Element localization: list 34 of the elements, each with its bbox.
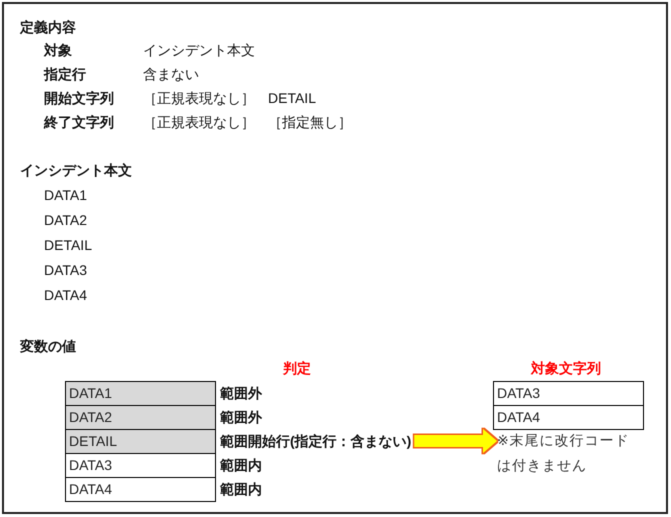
data-cell: DATA2 <box>65 405 216 430</box>
field-label: 指定行 <box>44 65 86 83</box>
data-line: DATA2 <box>44 211 88 229</box>
data-line: DETAIL <box>44 236 92 254</box>
status-text: 範囲外 <box>220 384 262 402</box>
field-label: 開始文字列 <box>44 89 114 107</box>
data-line: DATA1 <box>44 186 88 204</box>
status-text: 範囲開始行(指定行：含まない) <box>220 432 412 450</box>
field-value: インシデント本文 <box>143 41 255 59</box>
field-label: 対象 <box>44 41 72 59</box>
data-cell: DATA3 <box>493 381 644 406</box>
status-text: 範囲内 <box>220 456 262 474</box>
status-text: 範囲外 <box>220 408 262 426</box>
section-heading: 定義内容 <box>20 18 76 36</box>
field-label: 終了文字列 <box>44 113 114 131</box>
field-value: ［指定無し］ <box>268 113 352 131</box>
field-value: ［正規表現なし］ <box>143 89 255 107</box>
field-value: ［正規表現なし］ <box>143 113 255 131</box>
field-value: DETAIL <box>268 89 316 107</box>
column-heading: 対象文字列 <box>531 359 601 377</box>
block-arrow <box>414 429 497 453</box>
data-cell: DATA4 <box>65 477 216 502</box>
data-cell: DETAIL <box>65 429 216 454</box>
data-line: DATA4 <box>44 286 88 304</box>
data-cell: DATA1 <box>65 381 216 406</box>
field-value: 含まない <box>143 65 199 83</box>
status-text: 範囲内 <box>220 480 262 498</box>
note-text: ※末尾に改行コードは付きません <box>497 428 634 478</box>
section-heading: インシデント本文 <box>20 161 132 179</box>
data-cell: DATA4 <box>493 405 644 430</box>
column-heading: 判定 <box>283 359 311 377</box>
section-heading: 変数の値 <box>20 337 76 355</box>
data-line: DATA3 <box>44 261 88 279</box>
data-cell: DATA3 <box>65 453 216 478</box>
